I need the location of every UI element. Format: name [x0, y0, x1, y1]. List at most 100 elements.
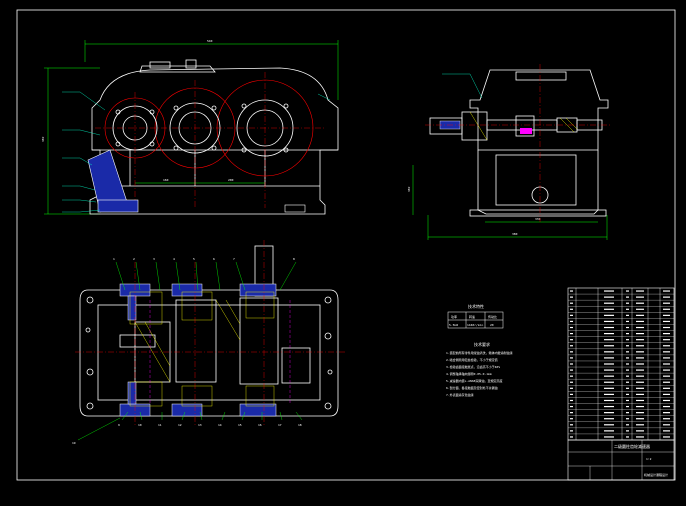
tech-spec-table: 技术特性 功率 转速 传动比 5.5kW 1440r/min 20: [447, 303, 504, 329]
parts-list-cell-mark: [570, 339, 573, 341]
parts-list-cell-mark: [604, 418, 614, 420]
parts-list-cell-mark: [663, 430, 670, 432]
parts-list-cell-mark: [604, 320, 614, 323]
parts-list-cell-mark: [663, 339, 670, 341]
parts-list-cell-mark: [626, 405, 629, 408]
parts-list-cell-mark: [636, 393, 644, 395]
front-dim-overall: 540: [207, 39, 213, 43]
parts-list-cell-mark: [604, 302, 614, 304]
notes-title: 技术要求: [474, 341, 490, 347]
parts-list-cell-mark: [570, 314, 573, 316]
tech-spec-header: 转速: [469, 314, 475, 319]
parts-list-cell-mark: [636, 339, 644, 341]
parts-list-cell-mark: [570, 363, 573, 365]
parts-list-cell-mark: [626, 333, 629, 335]
title-block[interactable]: 二级圆柱齿轮减速器 1:2 机械设计课程设计: [567, 439, 675, 481]
parts-list-cell-mark: [604, 375, 614, 377]
side-dim-inner: 330: [535, 217, 541, 221]
parts-list-cell-mark: [663, 369, 670, 371]
top-section-view[interactable]: 1 2 3 4 5 6 7 8 9 10 11 12 13 14 15 16 1…: [72, 240, 345, 445]
parts-list-cell-mark: [626, 320, 629, 323]
parts-list-cell-mark: [604, 381, 614, 383]
parts-list-cell-mark: [570, 412, 573, 414]
tech-spec-header: 传动比: [488, 314, 497, 319]
parts-list[interactable]: [567, 287, 675, 441]
parts-list-cell-mark: [636, 314, 644, 316]
parts-list-cell-mark: [604, 393, 614, 395]
parts-list-cell-mark: [570, 375, 573, 377]
parts-list-cell-mark: [626, 399, 629, 402]
parts-list-cell-mark: [663, 418, 670, 420]
parts-list-cell-mark: [626, 363, 629, 365]
tech-spec-cell: 20: [490, 323, 494, 327]
part-number: 15: [238, 423, 242, 427]
parts-list-cell-mark: [604, 333, 614, 335]
tech-spec-cell: 1440r/min: [467, 323, 483, 327]
front-dim-c2: 200: [228, 178, 234, 182]
parts-list-cell-mark: [570, 320, 573, 323]
part-number: 2: [133, 257, 135, 261]
parts-list-cell-mark: [570, 436, 573, 438]
parts-list-cell-mark: [663, 424, 670, 426]
part-number: 17: [278, 423, 282, 427]
part-number: 1: [113, 257, 115, 261]
parts-list-cell-mark: [636, 320, 644, 323]
part-number: 4: [173, 257, 175, 261]
note-line: 3.检验齿面接触斑点，沿齿高不小于40%: [446, 364, 500, 369]
part-number: 19: [72, 441, 76, 445]
tech-spec-cell: 5.5kW: [449, 323, 458, 327]
parts-list-cell-mark: [604, 405, 614, 408]
note-line: 1.装配前所有零件用煤油清洗，箱体内壁涂耐油漆: [446, 350, 513, 355]
sheet-border: [16, 9, 676, 481]
parts-list-cell-mark: [626, 381, 629, 383]
parts-list-cell-mark: [604, 387, 614, 389]
parts-list-cell-mark: [570, 308, 573, 310]
parts-list-cell-mark: [626, 436, 629, 438]
parts-list-cell-mark: [604, 424, 614, 426]
drawing-title: 二级圆柱齿轮减速器: [614, 443, 650, 449]
parts-list-cell-mark: [663, 375, 670, 377]
part-number: 12: [178, 423, 182, 427]
parts-list-cell-mark: [570, 393, 573, 395]
parts-list-cell-mark: [636, 290, 644, 292]
parts-list-cell-mark: [636, 351, 644, 353]
note-line: 4.调整轴承轴向游隙0.05-0.1mm: [446, 371, 492, 376]
front-view[interactable]: 540 382 160 200: [41, 39, 339, 215]
parts-list-cell-mark: [636, 424, 644, 426]
parts-list-cell-mark: [663, 357, 670, 359]
part-number: 10: [138, 423, 142, 427]
parts-list-cell-mark: [636, 357, 644, 359]
part-number: 5: [193, 257, 195, 261]
parts-list-cell-mark: [626, 339, 629, 341]
parts-list-cell-mark: [626, 326, 629, 329]
parts-list-cell-mark: [626, 296, 629, 298]
tech-spec-title: 技术特性: [468, 303, 484, 309]
parts-list-cell-mark: [663, 363, 670, 365]
side-view[interactable]: 382 330 380: [407, 64, 612, 240]
parts-list-cell-mark: [570, 326, 573, 329]
parts-list-cell-mark: [663, 333, 670, 335]
part-number-labels: 1 2 3 4 5 6 7 8 9 10 11 12 13 14 15 16 1…: [72, 257, 302, 445]
note-line: 7.外表面涂灰色油漆: [446, 392, 474, 397]
side-dim-outer: 380: [512, 232, 518, 236]
parts-list-cell-mark: [626, 369, 629, 371]
drawing-school: 机械设计课程设计: [644, 472, 668, 477]
parts-list-cell-mark: [604, 369, 614, 371]
parts-list-cell-mark: [626, 424, 629, 426]
parts-list-cell-mark: [663, 412, 670, 414]
parts-list-cell-mark: [626, 375, 629, 377]
parts-list-cell-mark: [570, 424, 573, 426]
parts-list-cell-mark: [626, 430, 629, 432]
part-number: 16: [258, 423, 262, 427]
parts-list-cell-mark: [604, 363, 614, 365]
parts-list-cell-mark: [636, 308, 644, 310]
parts-list-cell-mark: [636, 333, 644, 335]
parts-list-cell-mark: [570, 290, 573, 292]
side-dim-height: 382: [407, 186, 411, 192]
drawing-scale: 1:2: [646, 457, 652, 461]
parts-list-cell-mark: [570, 302, 573, 304]
parts-list-cell-mark: [570, 381, 573, 383]
parts-list-cell-mark: [626, 387, 629, 389]
parts-list-cell-mark: [636, 387, 644, 389]
